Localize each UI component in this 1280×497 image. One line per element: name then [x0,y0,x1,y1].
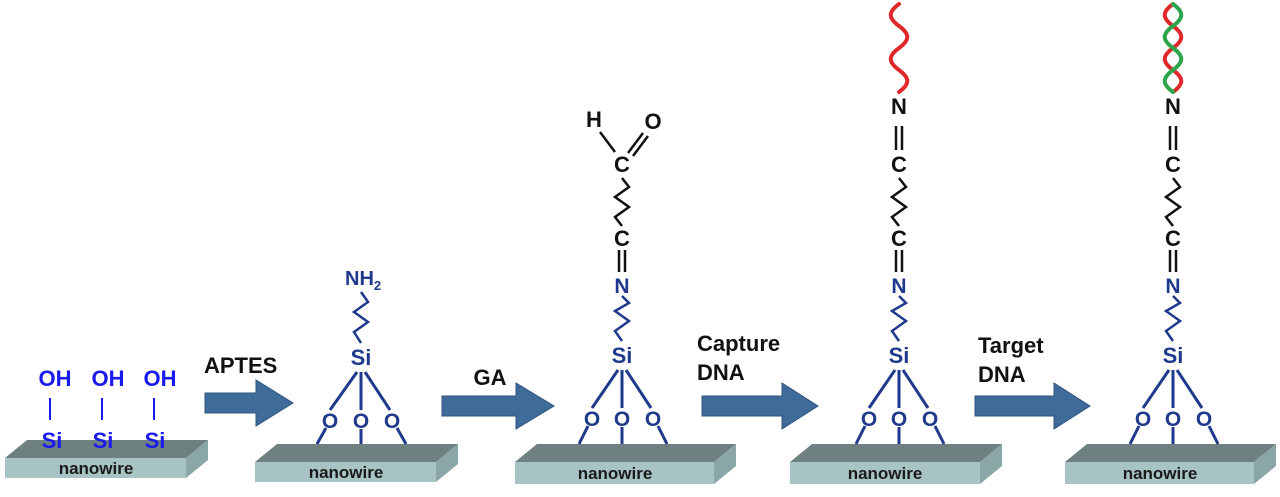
silicon-atom: Si [145,428,166,453]
reaction-step-capture-dna: Capture DNA [697,331,819,430]
nanowire-substrate: nanowire [515,444,736,484]
propyl-chain [889,295,909,342]
imine-carbon: C [614,226,630,251]
silicon-atom: Si [42,428,63,453]
substrate-label: nanowire [578,464,653,483]
substrate-label: nanowire [1123,464,1198,483]
oxygen-atom: O [922,408,938,431]
imine-nitrogen: N [1165,94,1181,119]
reaction-arrow [204,379,294,427]
aldehyde-oxygen: O [644,109,661,134]
nanowire-substrate: nanowire [1065,444,1276,484]
imine-carbon: C [1165,152,1181,177]
imine-carbon: C [891,226,907,251]
reaction-step-ga: GA [441,365,555,430]
oxygen-atom: O [1135,408,1151,431]
oxygen-atom: O [353,410,369,433]
substrate-label: nanowire [848,464,923,483]
alkyl-chain [1163,177,1183,227]
stage-aptes: nanowire O O O Si NH2 [255,268,458,482]
hydroxyl-groups: OH OH OH Si Si Si [39,366,177,453]
silicon-atom: Si [351,345,372,370]
c-h-bond [599,131,616,153]
imine-nitrogen: N [614,275,629,298]
stage-capture-dna: nanowire O O O Si N C C N [790,2,1002,484]
oxygen-atom: O [584,408,600,431]
silicon-atom: Si [612,343,633,368]
imine-carbon: C [1165,226,1181,251]
reaction-arrow [441,382,555,430]
siloxane-anchor: O O O Si [577,343,669,445]
imine-nitrogen: N [891,275,906,298]
nanowire-substrate: nanowire [5,440,208,478]
oxygen-atom: O [614,408,630,431]
step-label: DNA [978,362,1026,387]
stage-glutaraldehyde: nanowire O O O Si N C C H O [515,107,736,484]
propyl-chain [1163,295,1183,342]
oxygen-atom: O [322,410,338,433]
step-label: DNA [697,360,745,385]
aldehyde-carbon: C [614,152,630,177]
step-label: Target [978,333,1044,358]
hydroxyl-group: OH [92,366,125,391]
oxygen-atom: O [384,410,400,433]
reaction-arrow [974,382,1091,430]
silicon-atom: Si [889,343,910,368]
aldehyde-hydrogen: H [586,107,602,132]
nanowire-substrate: nanowire [790,444,1002,484]
capture-dna-strand [888,2,910,94]
nanowire-substrate: nanowire [255,444,458,482]
silicon-atom: Si [93,428,114,453]
substrate-label: nanowire [309,463,384,482]
hydroxyl-group: OH [39,366,72,391]
oxygen-atom: O [891,408,907,431]
step-label: APTES [204,353,277,378]
reaction-arrow [701,382,819,430]
stage-target-dna: nanowire O O O Si N C C N [1065,2,1276,484]
oxygen-atom: O [1165,408,1181,431]
siloxane-anchor: O O O Si [854,343,946,445]
step-label: Capture [697,331,780,356]
imine-carbon: C [891,152,907,177]
silicon-atom: Si [1163,343,1184,368]
oxygen-atom: O [861,408,877,431]
siloxane-anchor: O O O Si [1128,343,1220,445]
oxygen-atom: O [1196,408,1212,431]
siloxane-anchor: O O O Si [315,345,408,445]
reaction-step-target-dna: Target DNA [974,333,1091,430]
amine-group: NH2 [345,268,381,293]
stage-bare-surface: nanowire OH OH OH Si Si Si [5,366,208,478]
alkyl-chain [889,177,909,227]
step-label: GA [474,365,507,390]
propyl-chain [612,295,632,342]
double-bond [632,135,649,157]
reaction-step-aptes: APTES [204,353,294,427]
alkyl-chain [612,177,632,227]
target-dna-strand [1162,2,1184,94]
substrate-label: nanowire [59,459,134,478]
double-bond [627,132,644,154]
hydroxyl-group: OH [144,366,177,391]
imine-nitrogen: N [891,94,907,119]
oxygen-atom: O [645,408,661,431]
propyl-chain [351,291,371,344]
imine-nitrogen: N [1165,275,1180,298]
